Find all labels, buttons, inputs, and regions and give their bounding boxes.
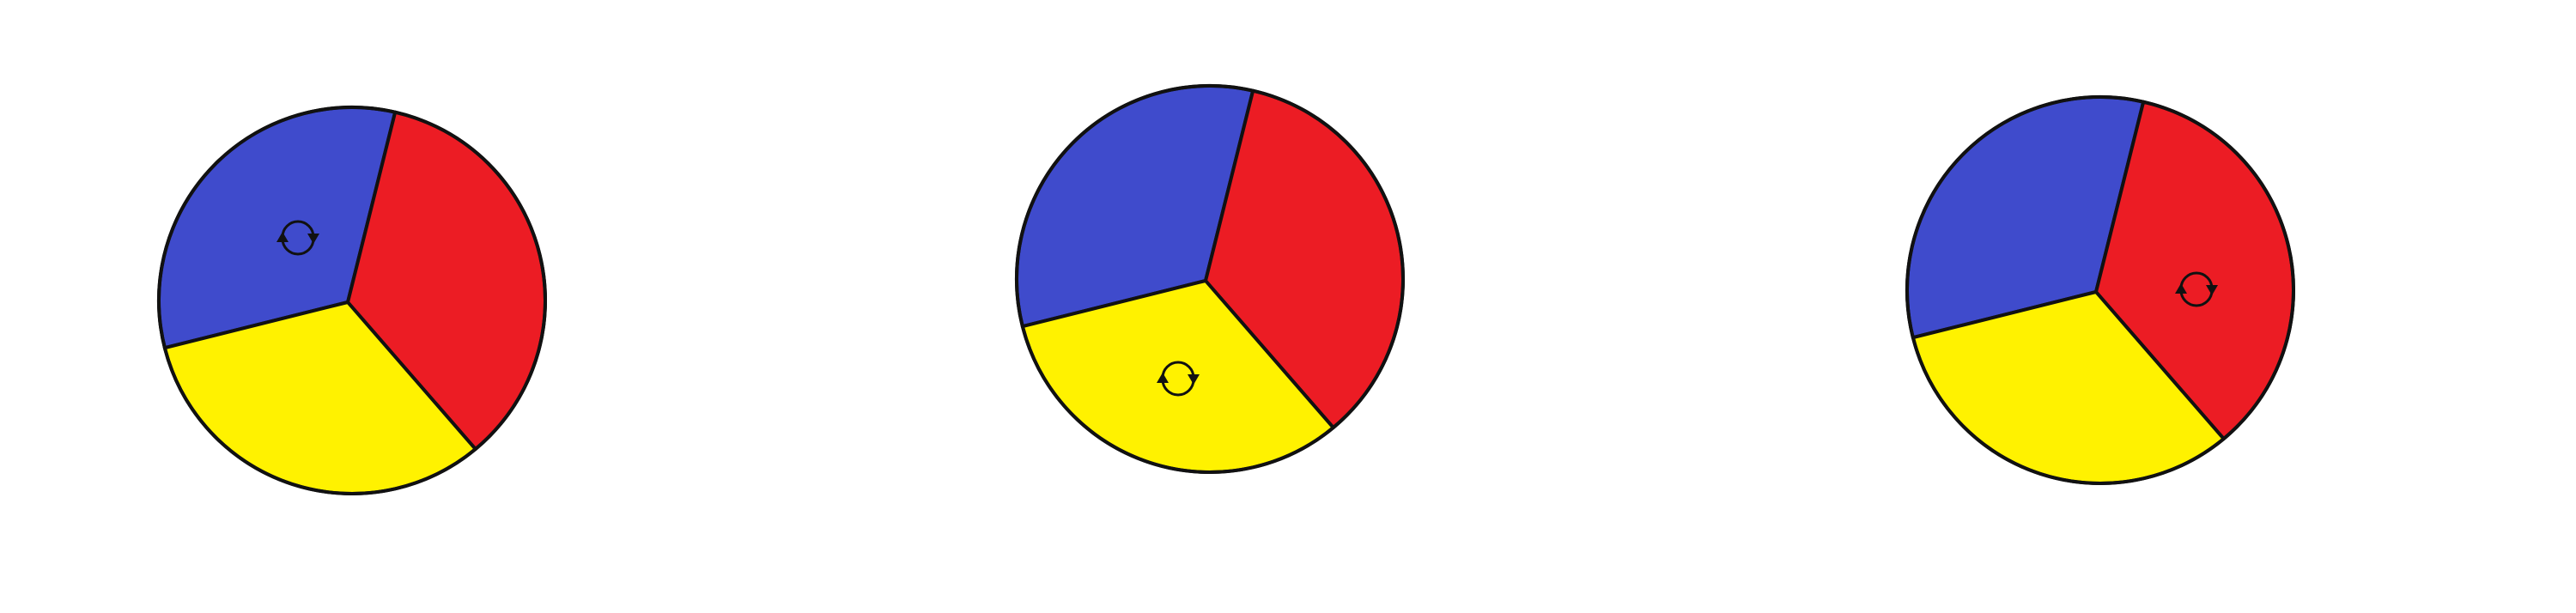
spinner-1 bbox=[157, 106, 547, 495]
spinner-outline bbox=[1905, 95, 2295, 485]
spinner-outline bbox=[157, 106, 547, 495]
rotation-arrows-icon bbox=[1157, 361, 1200, 397]
spinner-2 bbox=[1015, 84, 1405, 474]
rotation-arrows-icon bbox=[2175, 271, 2218, 307]
spinner-3 bbox=[1905, 95, 2295, 485]
spinner-outline bbox=[1015, 84, 1405, 474]
rotation-arrows-icon bbox=[276, 220, 319, 256]
